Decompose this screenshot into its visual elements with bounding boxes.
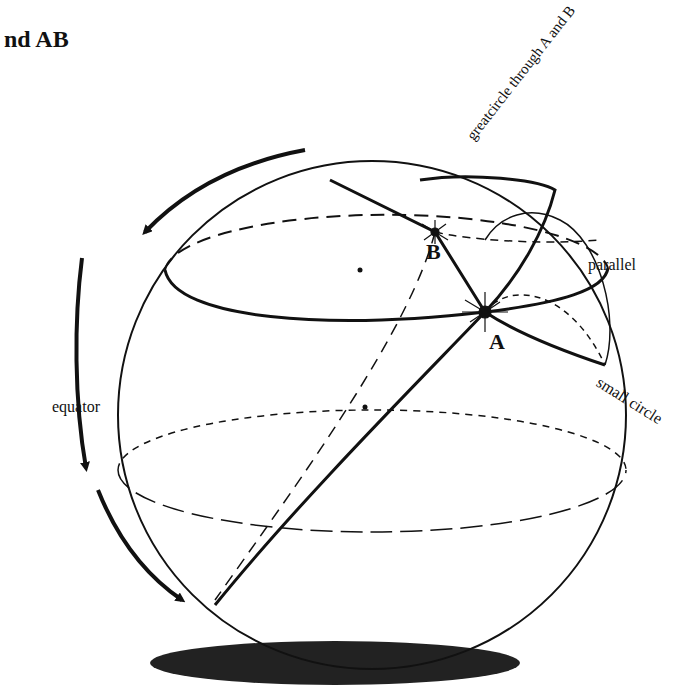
rotation-arrow — [76, 258, 86, 468]
heading-fragment: nd AB — [4, 26, 69, 52]
small-circle-label: small circle — [593, 373, 665, 427]
sphere-outline — [118, 161, 626, 669]
point-label: B — [426, 240, 441, 264]
shadow — [150, 641, 520, 685]
equator-back — [118, 410, 626, 470]
equator-front — [118, 470, 626, 532]
equator-label: equator — [52, 398, 100, 416]
great-circle-arc — [330, 180, 485, 312]
great-circle-label: greatcircle through A and B — [463, 3, 578, 144]
rotation-arrow — [98, 490, 182, 600]
point-label: A — [489, 330, 505, 354]
guide-line — [435, 232, 600, 242]
great-circle — [215, 177, 555, 605]
point-marks — [422, 220, 508, 332]
parallel-front — [165, 268, 608, 320]
small-circle-back — [485, 295, 605, 365]
meridian — [215, 232, 435, 600]
parallel-label: parallel — [588, 256, 636, 274]
parallel-back — [165, 215, 608, 270]
small-circle-front — [485, 312, 605, 365]
rotation-arrow — [145, 150, 305, 232]
